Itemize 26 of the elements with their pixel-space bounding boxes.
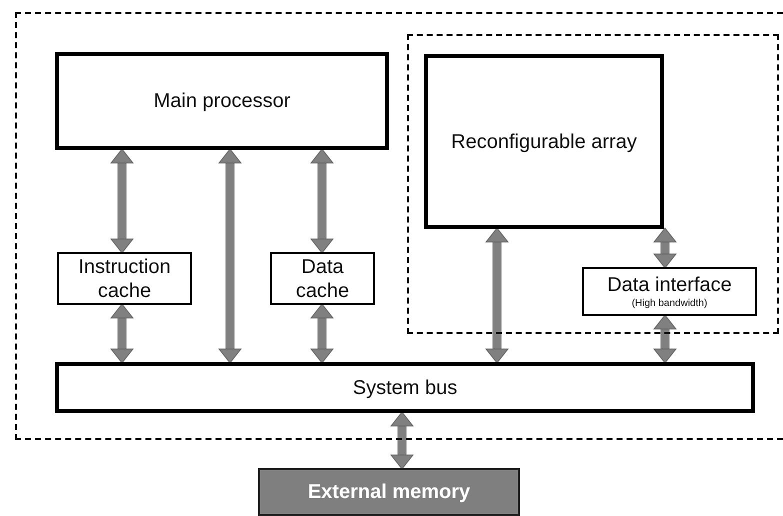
double-arrow [218,148,242,364]
dashed-boundary [15,12,783,440]
node-label: Reconfigurable array [451,130,637,154]
double-arrow [654,314,676,364]
process-box [57,252,192,305]
process-box [582,267,757,316]
double-arrow [390,412,414,470]
process-box [424,54,664,229]
double-arrow [486,228,508,364]
node-label: Main processor [154,89,290,113]
node-label: Data interface [607,273,732,297]
process-box [270,252,375,305]
node-label: Data cache [294,254,350,302]
double-arrow [310,304,334,364]
dashed-boundary [407,34,779,334]
node-sublabel: (High bandwidth) [632,297,708,310]
node-label: External memory [308,480,470,504]
double-arrow [310,148,334,254]
double-arrow [654,228,676,268]
process-box [55,52,389,150]
double-arrow [110,148,134,254]
node-label: Instruction cache [77,254,172,302]
process-box [258,468,520,516]
process-box [55,362,755,413]
double-arrow [110,304,134,364]
node-label: System bus [352,376,458,400]
